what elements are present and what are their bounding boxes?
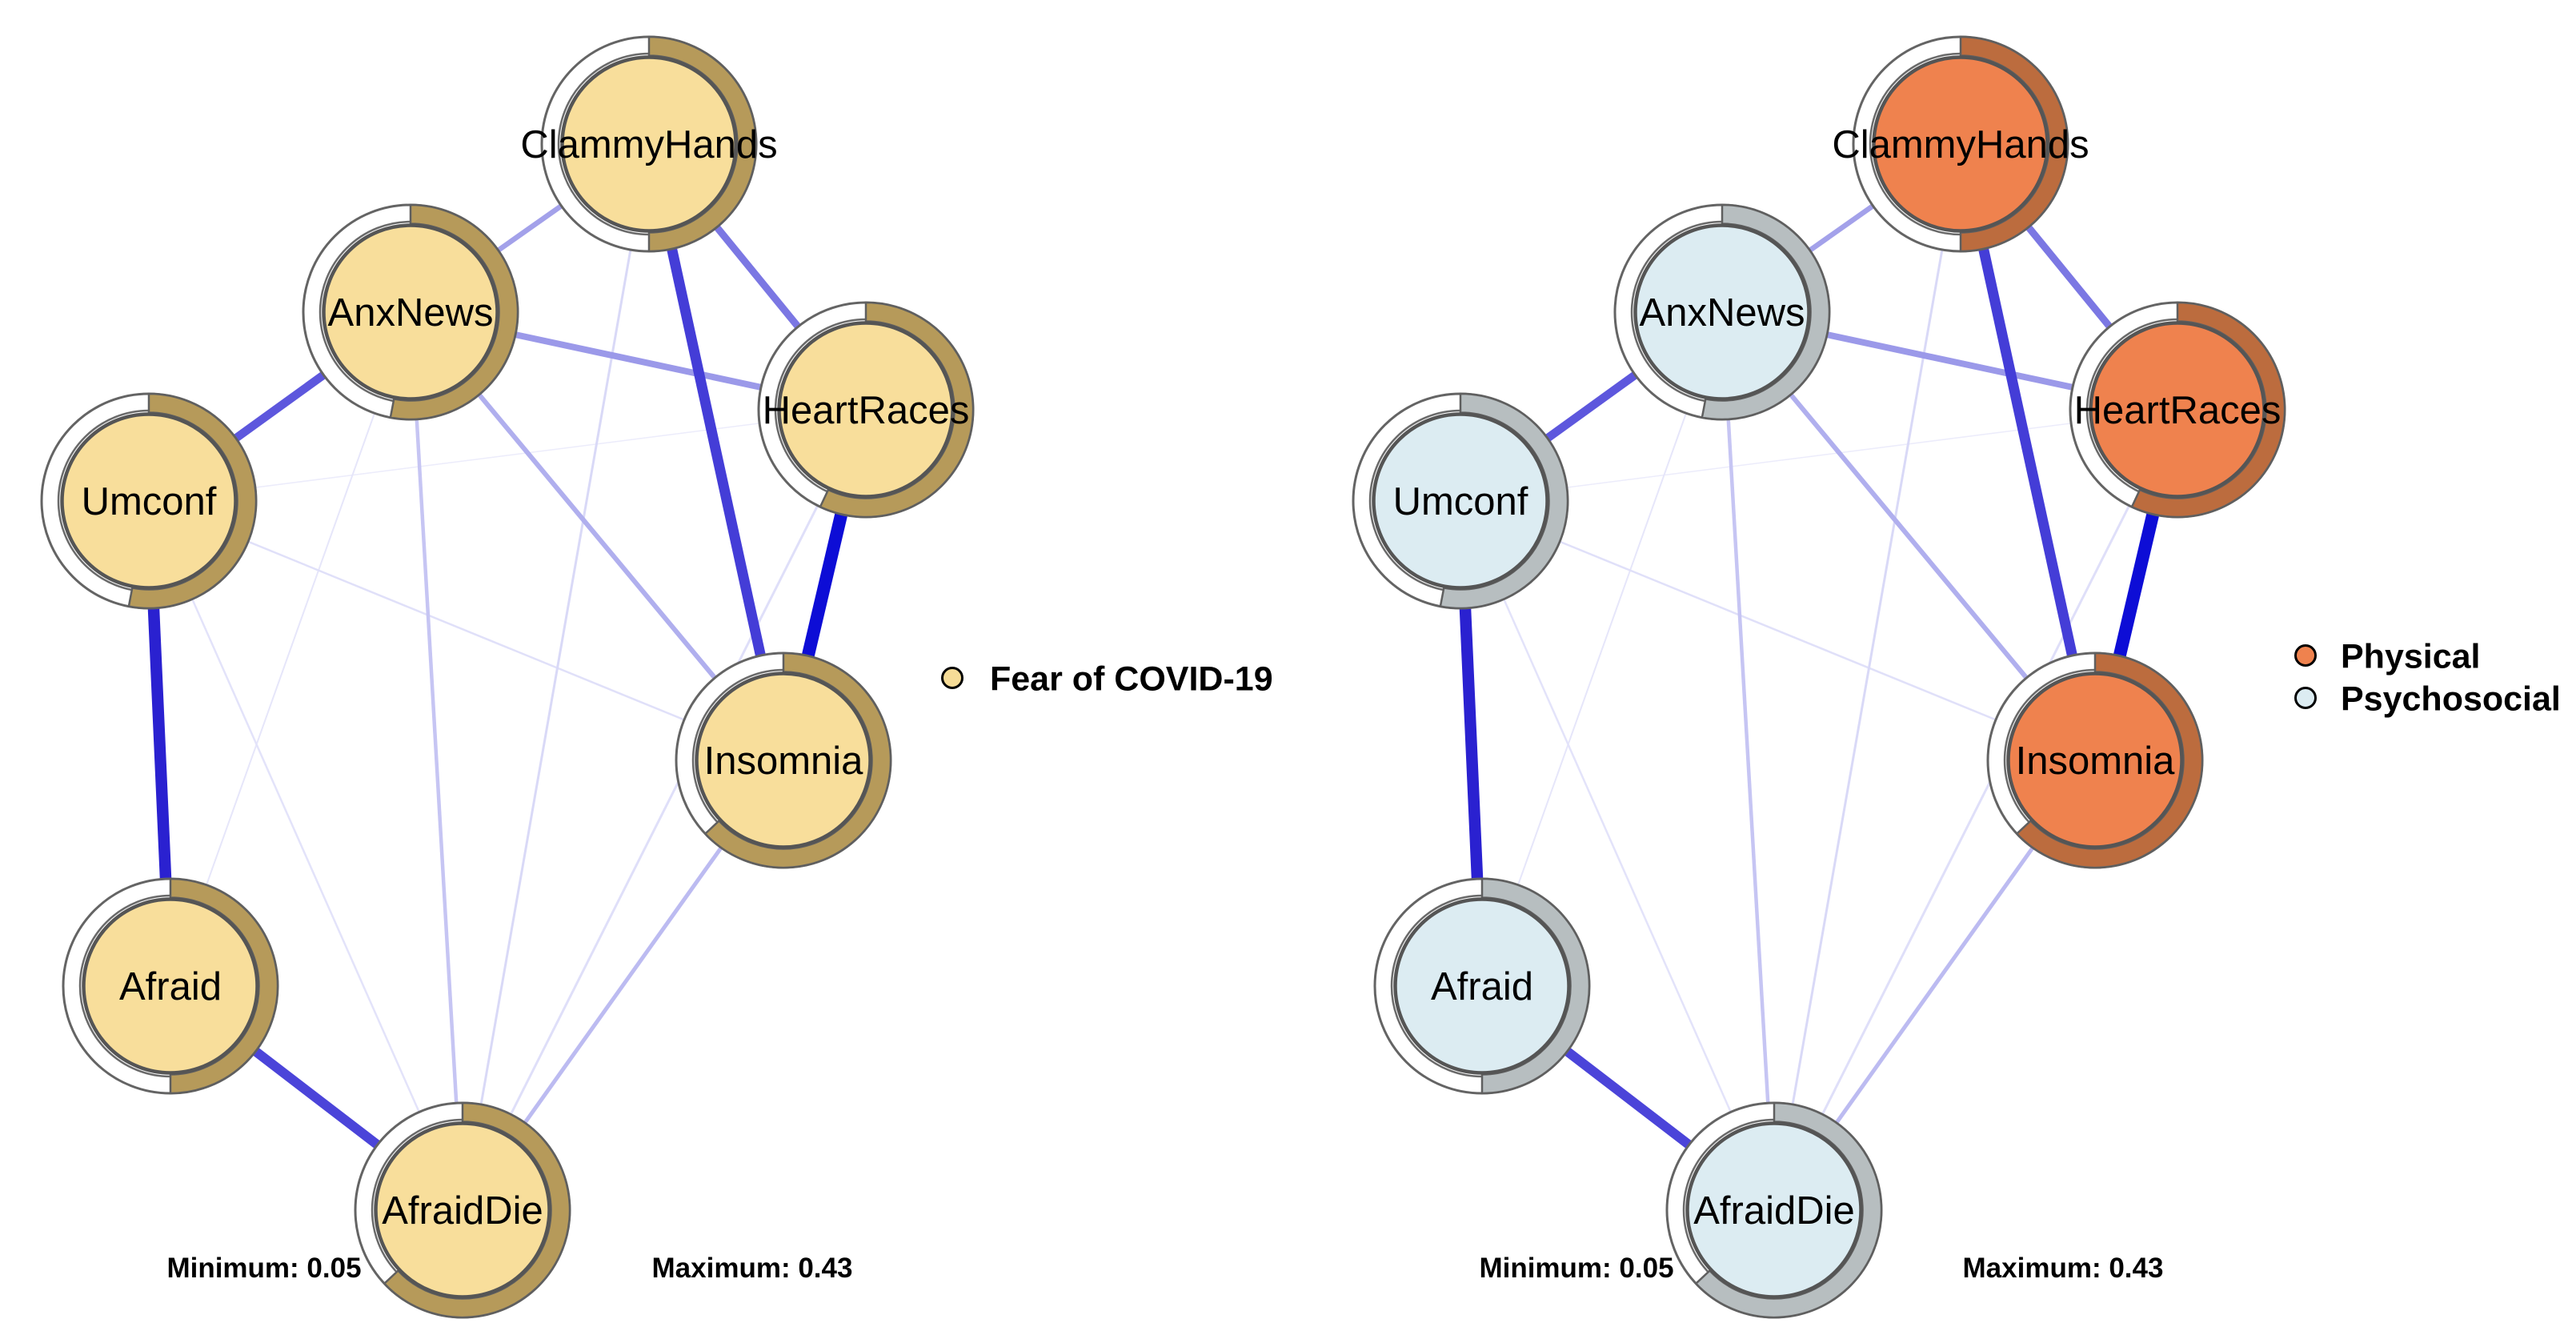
- node-circle-Umconf: [60, 412, 238, 590]
- edge-ClammyHands-AfraidDie: [461, 143, 651, 1211]
- edge-Umconf-HeartRaces: [148, 409, 867, 502]
- node-ClammyHands: ClammyHands: [520, 35, 778, 253]
- node-circle-Afraid: [1393, 897, 1571, 1075]
- node-label-ClammyHands: ClammyHands: [520, 123, 777, 166]
- right-minimum-label: Minimum: 0.05: [1479, 1253, 1674, 1284]
- node-AnxNews: AnxNews: [1613, 203, 1831, 421]
- node-label-ClammyHands: ClammyHands: [1832, 123, 2089, 166]
- node-circle-Afraid: [82, 897, 259, 1075]
- node-circle-ClammyHands: [560, 55, 738, 233]
- node-label-Insomnia: Insomnia: [704, 740, 864, 783]
- node-label-AnxNews: AnxNews: [1640, 291, 1805, 335]
- edge-HeartRaces-AfraidDie: [461, 409, 867, 1211]
- node-label-HeartRaces: HeartRaces: [763, 389, 970, 432]
- node-HeartRaces: HeartRaces: [2069, 301, 2286, 519]
- legend-swatch-physical: [2294, 644, 2317, 667]
- edge-AnxNews-AfraidDie: [408, 311, 465, 1211]
- node-circle-AnxNews: [322, 223, 499, 401]
- node-label-Umconf: Umconf: [82, 480, 217, 523]
- node-AnxNews: AnxNews: [302, 203, 519, 421]
- node-label-Insomnia: Insomnia: [2016, 740, 2176, 783]
- edge-Umconf-AfraidDie: [1459, 500, 1776, 1211]
- node-Umconf: Umconf: [40, 392, 258, 610]
- edge-Umconf-HeartRaces: [1460, 409, 2178, 502]
- edge-ClammyHands-AfraidDie: [1773, 143, 1962, 1211]
- node-AfraidDie: AfraidDie: [354, 1101, 571, 1319]
- node-label-AnxNews: AnxNews: [328, 291, 494, 335]
- node-circle-HeartRaces: [777, 321, 955, 499]
- legend-swatch-psychosocial: [2294, 687, 2317, 709]
- node-circle-ClammyHands: [1872, 55, 2049, 233]
- node-ClammyHands: ClammyHands: [1832, 35, 2089, 253]
- node-Umconf: Umconf: [1352, 392, 1569, 610]
- edge-AnxNews-Afraid: [1481, 311, 1723, 987]
- node-circle-AfraidDie: [1685, 1121, 1863, 1299]
- node-label-Afraid: Afraid: [119, 965, 222, 1008]
- right-maximum-label: Maximum: 0.43: [1962, 1253, 2164, 1284]
- node-circle-AnxNews: [1633, 223, 1811, 401]
- node-Afraid: Afraid: [1373, 877, 1591, 1095]
- node-label-AfraidDie: AfraidDie: [1693, 1189, 1855, 1233]
- node-Afraid: Afraid: [62, 877, 279, 1095]
- node-circle-AfraidDie: [374, 1121, 551, 1299]
- node-circle-Insomnia: [695, 672, 872, 849]
- node-HeartRaces: HeartRaces: [757, 301, 975, 519]
- legend-label-psychosocial: Psychosocial: [2341, 680, 2561, 719]
- edge-Umconf-Insomnia: [1460, 499, 2096, 762]
- edge-Umconf-AfraidDie: [147, 500, 464, 1211]
- left-maximum-label: Maximum: 0.43: [651, 1253, 853, 1284]
- legend-label-physical: Physical: [2341, 637, 2481, 676]
- left-minimum-label: Minimum: 0.05: [166, 1253, 362, 1284]
- edge-HeartRaces-AfraidDie: [1773, 409, 2179, 1211]
- node-label-Umconf: Umconf: [1393, 480, 1528, 523]
- node-circle-Umconf: [1372, 412, 1549, 590]
- node-circle-HeartRaces: [2089, 321, 2266, 499]
- node-AfraidDie: AfraidDie: [1665, 1101, 1883, 1319]
- node-Insomnia: Insomnia: [675, 651, 892, 869]
- node-label-HeartRaces: HeartRaces: [2074, 389, 2282, 432]
- node-circle-Insomnia: [2006, 672, 2184, 849]
- legend-label-fear-of-covid: Fear of COVID-19: [990, 659, 1273, 699]
- node-Insomnia: Insomnia: [1986, 651, 2204, 869]
- edge-AnxNews-AfraidDie: [1720, 311, 1777, 1211]
- edge-AnxNews-Afraid: [170, 311, 411, 987]
- edge-Umconf-Insomnia: [148, 499, 784, 762]
- legend-swatch-fear-of-covid: [941, 667, 963, 689]
- network-panel-right: ClammyHandsAnxNewsHeartRacesUmconfInsomn…: [1352, 35, 2286, 1319]
- node-label-AfraidDie: AfraidDie: [382, 1189, 543, 1233]
- network-panel-left: ClammyHandsAnxNewsHeartRacesUmconfInsomn…: [40, 35, 975, 1319]
- node-label-Afraid: Afraid: [1431, 965, 1533, 1008]
